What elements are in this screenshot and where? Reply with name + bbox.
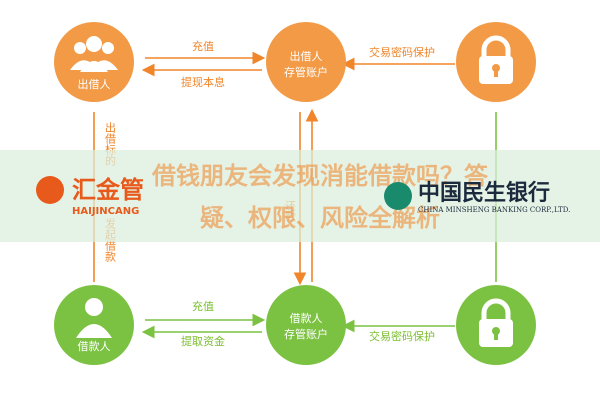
node-lender-account: 出借人 存管账户 [266, 22, 346, 102]
node-borrower-account: 借款人 存管账户 [266, 285, 346, 365]
node-lender-label: 出借人 [78, 77, 111, 91]
node-borrower-account-line1: 借款人 [290, 311, 323, 325]
edge-top-withdraw: 提现本息 [181, 75, 225, 89]
node-lock-top [456, 22, 536, 102]
node-lender: 出借人 [54, 22, 134, 102]
logo-left: 汇金管 HAIJINCANG [36, 176, 144, 217]
edge-bottom-recharge: 充值 [192, 299, 214, 313]
banner-line1: 借钱朋友会发现消能借款吗？答 [151, 162, 489, 190]
logo-right: 中国民生银行 CHINA MINSHENG BANKING CORP.,LTD. [384, 180, 570, 214]
logo-left-main: 汇金管 [72, 176, 144, 204]
overlay-banner: 借钱朋友会发现消能借款吗？答 疑、权限、风险全解析 [0, 150, 600, 242]
node-lender-account-line2: 存管账户 [284, 65, 328, 79]
edge-top-recharge: 充值 [192, 39, 214, 53]
lock-icon [479, 298, 513, 347]
edge-top-password: 交易密码保护 [369, 45, 435, 59]
logo-right-sub: CHINA MINSHENG BANKING CORP.,LTD. [418, 206, 570, 214]
node-borrower: 借款人 [54, 285, 134, 365]
people-icon [70, 36, 118, 72]
edge-bottom-password: 交易密码保护 [369, 329, 435, 343]
node-lender-account-line1: 出借人 [290, 49, 323, 63]
node-borrower-account-line2: 存管账户 [284, 327, 328, 341]
logo-right-main: 中国民生银行 [418, 180, 550, 206]
person-icon [76, 298, 112, 338]
node-borrower-label: 借款人 [78, 339, 111, 353]
node-lock-bottom [456, 285, 536, 365]
logo-left-sub: HAIJINCANG [72, 206, 139, 217]
edge-bottom-withdraw: 提取资金 [181, 334, 225, 348]
lock-icon [479, 35, 513, 84]
